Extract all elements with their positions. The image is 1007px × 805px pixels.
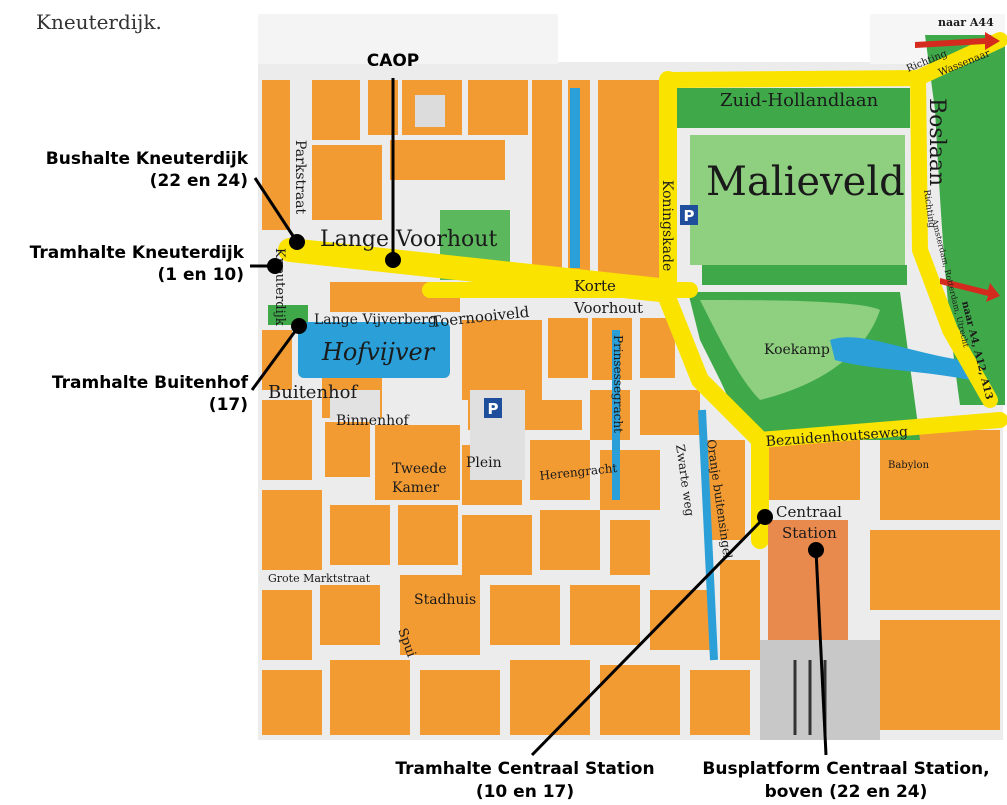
label-koekamp: Koekamp <box>764 342 830 358</box>
parking-icon-label: P <box>488 400 499 418</box>
main-roads <box>278 32 1007 549</box>
label-lange-voorhout: Lange Voorhout <box>320 227 497 252</box>
park-strip <box>702 265 907 285</box>
label-babylon: Babylon <box>888 460 930 471</box>
courtyard <box>415 95 445 127</box>
park-zuid-hollandlaan <box>670 88 910 128</box>
callout-bushalte-kneuterdijk-line2: (22 en 24) <box>150 171 248 191</box>
intro-text: Kneuterdijk. <box>36 10 162 34</box>
busplatform-centraal-station-marker-icon <box>808 542 824 558</box>
canal-water <box>570 88 580 268</box>
label-zuid-hollandlaan: Zuid-Hollandlaan <box>720 90 879 111</box>
haagse-bos <box>925 35 1005 405</box>
label-stadhuis: Stadhuis <box>414 592 476 608</box>
callout-bushalte-kneuterdijk-line1: Bushalte Kneuterdijk <box>46 149 249 169</box>
callout-busplatform-centraal-station-line2: boven (22 en 24) <box>765 782 928 802</box>
label-centraal: Centraal <box>776 503 842 521</box>
malieveld-field <box>690 135 905 265</box>
callout-tramhalte-centraal-station-line1: Tramhalte Centraal Station <box>395 759 654 779</box>
label-parkstraat: Parkstraat <box>292 140 308 215</box>
label-plein: Plein <box>466 455 502 471</box>
zwarte-weg-canal <box>698 409 718 661</box>
label-kamer: Kamer <box>392 480 439 496</box>
parking-icon-label: P <box>684 207 695 225</box>
bushalte-kneuterdijk-marker-icon <box>289 234 305 250</box>
label-grote-marktstraat: Grote Marktstraat <box>268 572 371 585</box>
arrow-a4-icon <box>940 278 1000 302</box>
arrow-a44-icon <box>915 32 1000 50</box>
label-lange-vijverberg: Lange Vijverberg <box>314 312 437 328</box>
label-boslaan: Boslaan <box>924 98 949 186</box>
label-station: Station <box>782 524 837 542</box>
callout-tramhalte-centraal-station-line2: (10 en 17) <box>476 782 574 802</box>
label-prinsessegracht: Prinsessegracht <box>611 335 625 433</box>
label-malieveld: Malieveld <box>706 159 905 205</box>
parking-icon <box>680 205 698 225</box>
label-buitenhof: Buitenhof <box>268 382 358 403</box>
callout-dots <box>267 234 824 558</box>
koekamp-pond <box>830 337 970 380</box>
label-naar-a44: naar A44 <box>938 16 994 29</box>
tramhalte-centraal-station-marker-icon <box>757 509 773 525</box>
prinsessegracht-water <box>612 330 620 500</box>
label-korte: Korte <box>574 277 616 295</box>
callout-caop: CAOP <box>367 51 420 71</box>
callout-lines <box>250 78 828 757</box>
label-binnenhof: Binnenhof <box>336 413 411 429</box>
label-koningskade: Koningskade <box>659 180 675 271</box>
callout-tramhalte-buitenhof-line1: Tramhalte Buitenhof <box>52 373 249 393</box>
tramhalte-kneuterdijk-marker-icon <box>267 258 283 274</box>
callout-tramhalte-kneuterdijk-line1: Tramhalte Kneuterdijk <box>30 243 245 263</box>
label-hofvijver: Hofvijver <box>321 338 436 366</box>
parking-icon <box>484 398 502 418</box>
label-tweede: Tweede <box>392 461 447 477</box>
label-voorhout: Voorhout <box>573 299 643 317</box>
tramhalte-buitenhof-marker-icon <box>291 318 307 334</box>
caop-marker-icon <box>385 252 401 268</box>
binnenhof-court <box>330 390 380 420</box>
callout-tramhalte-kneuterdijk-line2: (1 en 10) <box>158 265 245 285</box>
callout-tramhalte-buitenhof-line2: (17) <box>209 395 248 415</box>
hofvijver-water <box>298 322 450 378</box>
building-blocks <box>262 80 1000 735</box>
callout-busplatform-centraal-station-line1: Busplatform Centraal Station, <box>702 759 989 779</box>
koekamp-meadow <box>700 300 880 400</box>
map-top-fade <box>258 14 558 64</box>
centraal-station-building <box>768 520 848 640</box>
